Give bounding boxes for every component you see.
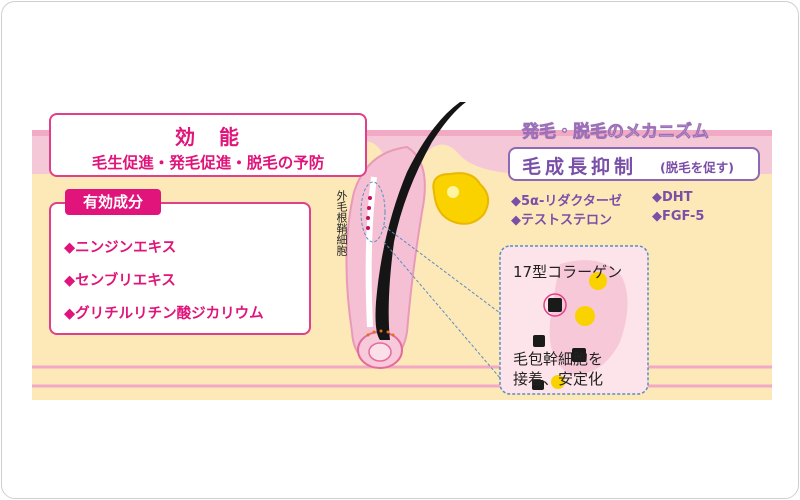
hair-shaft (375, 102, 466, 340)
factor-item: ◆テストステロン (511, 213, 612, 228)
factor-item: ◆FGF-5 (652, 209, 705, 224)
ingredients-tab: 有効成分 (65, 189, 161, 215)
bulb-dots (366, 329, 395, 337)
gland-cell (447, 186, 459, 198)
skin-surface (32, 130, 772, 136)
outer-root-sheath-label: 外毛根鞘細胞 (335, 190, 348, 256)
growth-suppression-box: 毛成長抑制 (脱毛を促す) (508, 147, 760, 181)
collagen-cells (551, 272, 607, 389)
stem-cell-dots (366, 196, 372, 230)
stem-cell-label: 毛包幹細胞を 接着、安定化 (513, 349, 603, 389)
inner-root-sheath (365, 176, 377, 328)
zoom-line-1 (383, 225, 513, 323)
zoom-line-2 (383, 241, 513, 393)
sebaceous-gland (432, 172, 490, 225)
ingredient-item: ◆センブリエキス (64, 273, 176, 289)
stem-cells (532, 293, 586, 390)
ingredient-item: ◆グリチルリチン酸ジカリウム (64, 306, 264, 322)
growth-suppression-label: 毛成長抑制 (522, 156, 638, 178)
growth-suppression-note: (脱毛を促す) (660, 160, 734, 175)
factor-item: ◆DHT (652, 190, 693, 205)
efficacy-box: 効 能 毛生促進・発毛促進・脱毛の予防 (49, 113, 367, 177)
factor-item: ◆5α-リダクターゼ (511, 194, 622, 209)
highlight-region (360, 181, 386, 243)
efficacy-title: 効 能 (175, 125, 241, 149)
ingredients-box: ◆ニンジンエキス ◆センブリエキス ◆グリチルリチン酸ジカリウム (49, 202, 311, 335)
mechanism-title: 発毛・脱毛のメカニズム (522, 122, 710, 143)
dermal-papilla (368, 342, 392, 362)
collagen-label: 17型コラーゲン (513, 263, 623, 281)
ingredient-item: ◆ニンジンエキス (64, 240, 177, 256)
stem-cell-label-line1: 毛包幹細胞を (513, 350, 604, 368)
stem-cell-label-line2: 接着、安定化 (513, 370, 604, 388)
efficacy-subtitle: 毛生促進・発毛促進・脱毛の予防 (91, 154, 325, 172)
